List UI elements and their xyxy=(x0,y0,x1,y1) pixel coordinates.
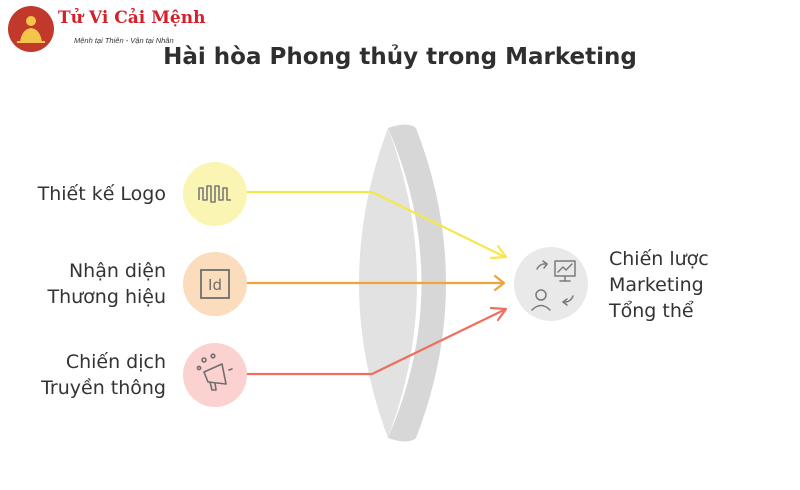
label-logo: Thiết kế Logo xyxy=(38,181,166,207)
label-strategy-line-2: Marketing xyxy=(609,274,704,296)
arrow-logo xyxy=(246,190,506,258)
strategy-cycle-icon xyxy=(531,260,576,311)
label-strategy-line-1: Chiến lược xyxy=(609,248,709,270)
label-strategy-line-3: Tổng thể xyxy=(609,300,694,322)
node-logo xyxy=(183,162,247,226)
megaphone-icon xyxy=(196,353,233,391)
label-logo-line: Thiết kế Logo xyxy=(37,183,166,205)
brand-tagline: Mệnh tại Thiên - Vận tại Nhân xyxy=(74,36,174,45)
buddha-icon xyxy=(8,6,54,52)
brand-name: Tử Vi Cải Mệnh xyxy=(58,8,206,28)
node-brand-identity: Id xyxy=(183,252,247,316)
id-badge-icon: Id xyxy=(200,269,230,299)
label-campaign-line-2: Truyền thông xyxy=(41,377,166,399)
arrowhead-logo xyxy=(489,244,508,260)
svg-text:Id: Id xyxy=(208,276,222,294)
label-strategy: Chiến lược Marketing Tổng thể xyxy=(609,246,709,324)
node-campaign xyxy=(183,343,247,407)
node-strategy xyxy=(514,247,588,321)
label-brand-identity: Nhận diện Thương hiệu xyxy=(47,258,166,310)
arrowhead-campaign xyxy=(489,306,508,322)
page-title: Hài hòa Phong thủy trong Marketing xyxy=(163,44,637,70)
brand-logo: Tử Vi Cải Mệnh Mệnh tại Thiên - Vận tại … xyxy=(8,6,208,54)
arrowhead-brand-identity xyxy=(493,274,506,292)
label-brand-identity-line-2: Thương hiệu xyxy=(47,286,166,308)
label-campaign-line-1: Chiến dịch xyxy=(65,351,166,373)
waveform-icon xyxy=(198,185,231,203)
label-brand-identity-line-1: Nhận diện xyxy=(68,260,166,282)
label-campaign: Chiến dịch Truyền thông xyxy=(41,349,166,401)
arrow-campaign xyxy=(246,308,507,376)
